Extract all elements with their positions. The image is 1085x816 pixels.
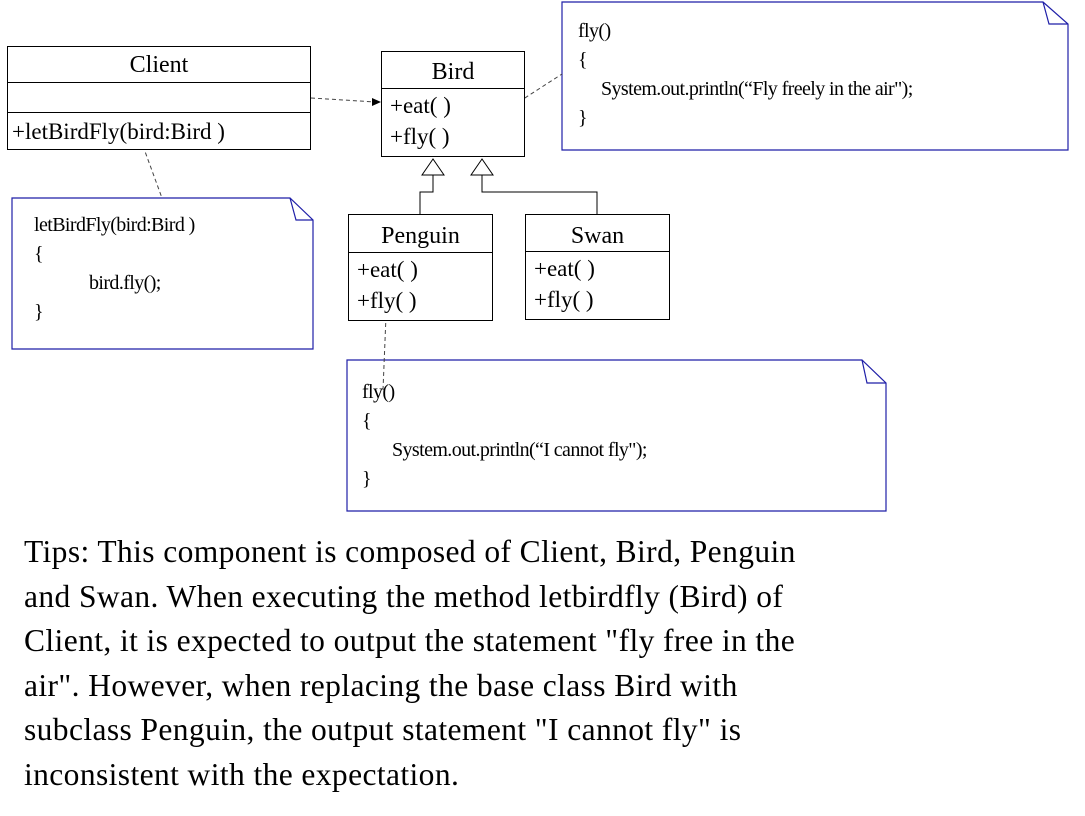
note-code-line: System.out.println(“I cannot fly"); [392, 439, 647, 461]
operations-penguin: +eat( ) +fly( ) [349, 253, 492, 316]
class-name-swan: Swan [526, 215, 669, 252]
tips-line: subclass Penguin, the output statement "… [24, 712, 742, 747]
note-code-line: } [362, 468, 372, 490]
note-code-line: } [34, 301, 44, 323]
class-name-client: Client [8, 47, 310, 83]
note-outline-bird-fly [561, 1, 1069, 151]
note-code-line: System.out.println(“Fly freely in the ai… [601, 78, 913, 100]
operation-fly: +fly( ) [390, 124, 450, 149]
class-name-bird: Bird [382, 52, 524, 89]
note-outline-client [11, 197, 314, 350]
tips-line: and Swan. When executing the method letb… [24, 578, 784, 614]
note-code-line: { [578, 49, 588, 71]
operations-swan: +eat( ) +fly( ) [526, 252, 669, 315]
class-penguin: Penguin +eat( ) +fly( ) [348, 214, 493, 321]
note-anchor-penguin-fly [382, 315, 387, 391]
note-code-line: fly() [578, 20, 611, 42]
tips-line: air". However, when replacing the base c… [24, 667, 738, 703]
tips-paragraph: Tips: This component is composed of Clie… [24, 530, 1074, 797]
operation-eat: +eat( ) [357, 257, 418, 282]
operation-eat: +eat( ) [390, 93, 451, 118]
note-fold-bird-fly [1042, 1, 1068, 25]
class-swan: Swan +eat( ) +fly( ) [525, 214, 670, 320]
note-fold-client [289, 197, 313, 221]
note-client: letBirdFly(bird:Bird ) { bird.fly(); } [34, 214, 195, 329]
generalization-triangle-penguin [421, 158, 445, 176]
class-client: Client +letBirdFly(bird:Bird ) [7, 46, 311, 150]
note-penguin-fly: fly() { System.out.println(“I cannot fly… [362, 381, 647, 496]
operations-bird: +eat( ) +fly( ) [382, 89, 524, 152]
note-anchor-client [142, 145, 163, 199]
dependency-line-client-bird [310, 97, 376, 103]
class-name-penguin: Penguin [349, 215, 492, 253]
generalization-line-swan [481, 175, 598, 214]
tips-line: Tips: This component is composed of Clie… [24, 534, 796, 569]
generalization-line-penguin [419, 175, 434, 214]
operation-letbirdfly: +letBirdFly(bird:Bird ) [12, 119, 225, 144]
operation-fly: +fly( ) [534, 287, 594, 312]
attributes-client [8, 83, 310, 113]
note-code-line: fly() [362, 381, 395, 403]
generalization-triangle-swan [470, 158, 494, 176]
note-code-line: letBirdFly(bird:Bird ) [34, 214, 195, 236]
class-bird: Bird +eat( ) +fly( ) [381, 51, 525, 157]
note-bird-fly: fly() { System.out.println(“Fly freely i… [578, 20, 913, 135]
note-code-line: { [362, 410, 372, 432]
operation-eat: +eat( ) [534, 256, 595, 281]
tips-line: Client, it is expected to output the sta… [24, 623, 796, 658]
note-fold-penguin-fly [861, 359, 886, 384]
note-outline-penguin-fly [346, 359, 887, 512]
operation-fly: +fly( ) [357, 288, 417, 313]
note-code-line: { [34, 243, 44, 265]
note-code-line: } [578, 107, 588, 129]
tips-line: inconsistent with the expectation. [24, 756, 460, 792]
note-code-line: bird.fly(); [89, 272, 161, 294]
dependency-arrowhead [372, 98, 381, 106]
operations-client: +letBirdFly(bird:Bird ) [8, 113, 310, 147]
